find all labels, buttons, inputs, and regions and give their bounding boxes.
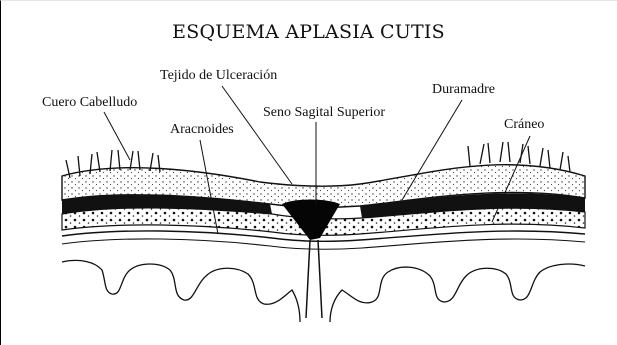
- arachnoid-line: [62, 239, 585, 249]
- falx-line: [306, 240, 322, 318]
- brain-gyri-right: [330, 264, 585, 322]
- brain-gyri-left: [62, 260, 300, 322]
